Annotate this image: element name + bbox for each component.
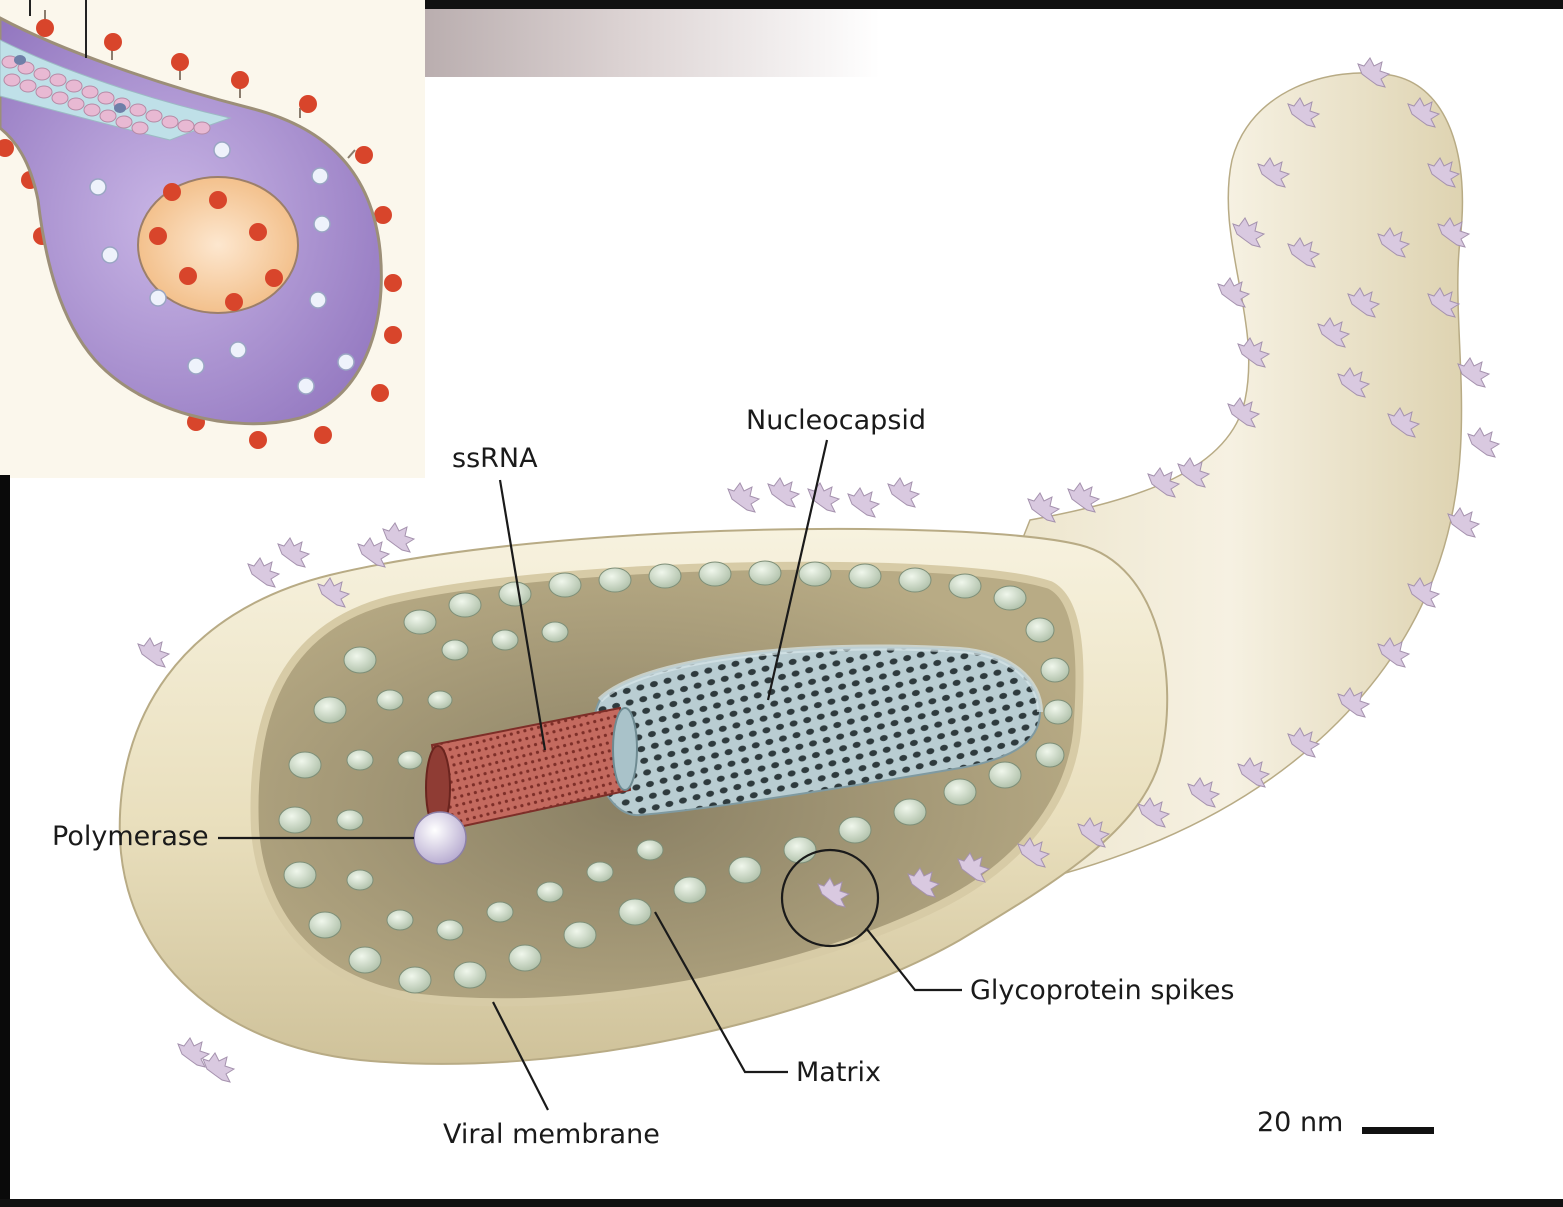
label-glycoprotein-spikes: Glycoprotein spikes [970,977,1234,1004]
label-polymerase: Polymerase [52,823,209,850]
bottom-frame-bar [0,1199,1563,1207]
scale-bar [1362,1127,1434,1134]
label-matrix: Matrix [796,1059,881,1086]
label-scale-bar: 20 nm [1257,1109,1343,1136]
label-nucleocapsid: Nucleocapsid [746,407,926,434]
label-ssrna: ssRNA [452,445,538,472]
polymerase-molecule [414,812,466,864]
label-viral-membrane: Viral membrane [443,1121,660,1148]
